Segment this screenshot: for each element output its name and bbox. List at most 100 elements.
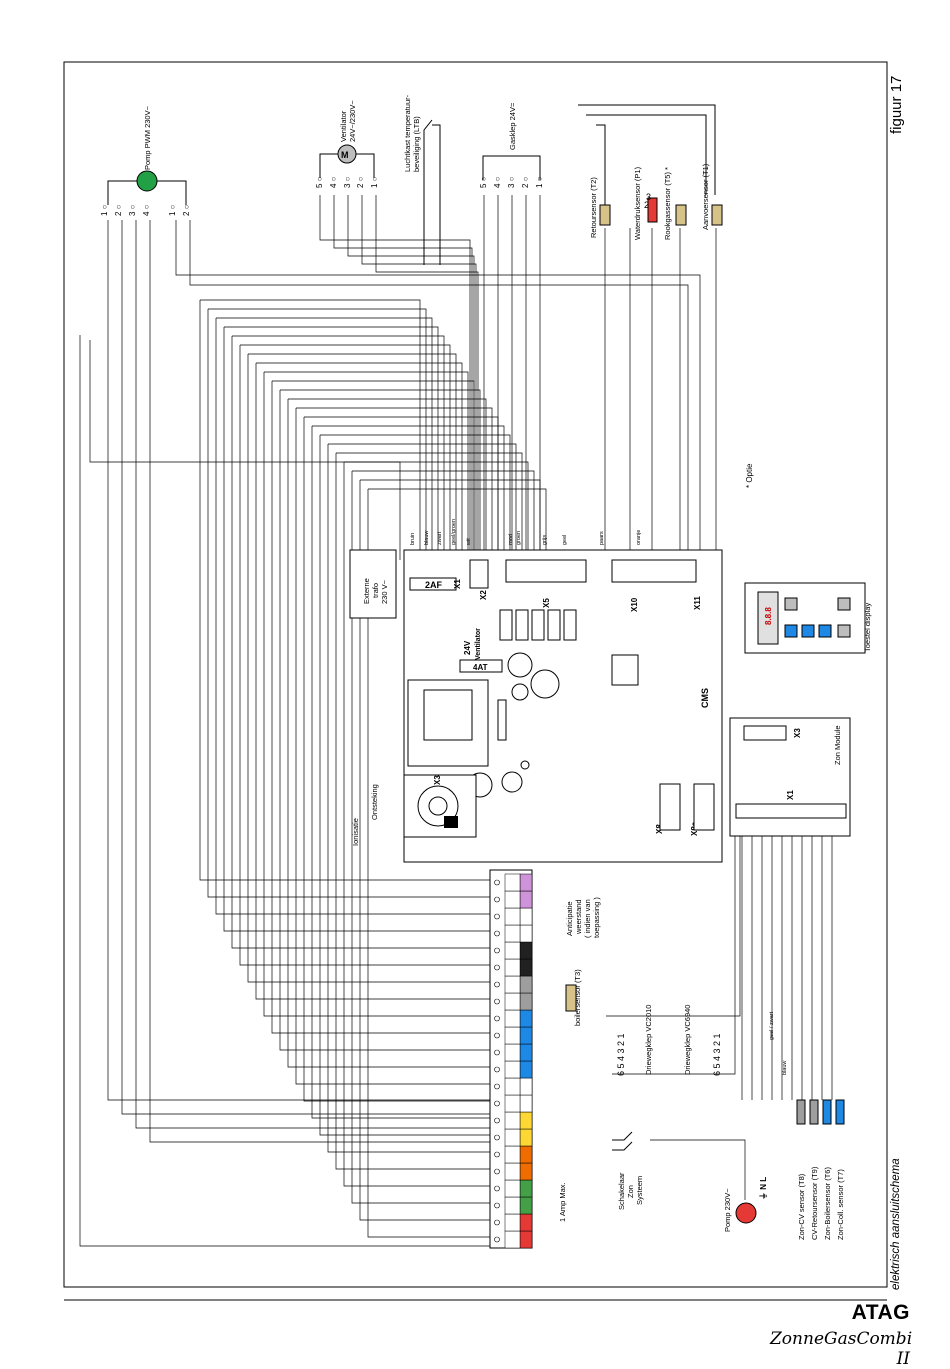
svg-text:geel/groen: geel/groen — [451, 519, 457, 545]
ontsteking-label: Ontsteking — [370, 784, 379, 820]
svg-text:2 ○: 2 ○ — [182, 204, 191, 216]
ionisatie-label: Ionisatie — [351, 818, 360, 846]
svg-text:oranje: oranje — [636, 530, 642, 545]
schakelaar-label-1: Schakelaar — [617, 1172, 626, 1210]
svg-text:1 ○: 1 ○ — [168, 204, 177, 216]
v24-label: 24V — [463, 640, 472, 655]
cv-retour-label: CV-Retoursensor (T9) — [810, 1166, 819, 1240]
gasklep: Gasklep 24V= 5 ○ 4 ○ 3 ○ 2 ○ 1 ○ — [479, 102, 544, 188]
product-name: ZonneGasCombi II — [770, 1329, 913, 1369]
optie-note: * Optie — [745, 463, 754, 488]
ltb-label-2: beveiliging (LTB) — [412, 116, 421, 172]
svg-text:groen: groen — [516, 531, 522, 545]
driewegklep-vc6940-label: Driewegklep VC6940 — [683, 1005, 692, 1075]
zon-coll-label: Zon-Coll. sensor (T7) — [836, 1169, 845, 1240]
gasklep-label: Gasklep 24V= — [508, 102, 517, 150]
pomp-230-label: Pomp 230V~ — [723, 1188, 732, 1232]
pump-pwm-label: Pomp PWM 230V~ — [143, 105, 152, 170]
fuse-4at-label: 4AT — [473, 663, 488, 672]
zon-sensors: Zon-CV sensor (T8) CV-Retoursensor (T9) … — [796, 1099, 845, 1240]
sensor-cluster: Retoursensor (T2) Waterdruksensor (P1) 2… — [578, 104, 754, 488]
anticipatie-label-4: toepassing ) — [592, 897, 601, 938]
svg-text:5 ○: 5 ○ — [315, 176, 324, 188]
rookgassensor-label: Rookgassensor (T5) * — [663, 167, 672, 240]
svg-text:zwart: zwart — [437, 531, 443, 545]
amp-label: 1 Amp Max. — [558, 1182, 567, 1222]
svg-text:2: 2 — [644, 200, 649, 210]
svg-text:M: M — [341, 150, 349, 160]
svg-text:blauw: blauw — [424, 531, 430, 545]
x1-label: X1 — [453, 579, 462, 589]
terminal-annotations: Anticipatie weerstand ( indien van toepa… — [558, 897, 768, 1232]
svg-text:blauw: blauw — [782, 1061, 788, 1075]
boilersensor-icon — [565, 984, 577, 1012]
x5-label: X5 — [542, 598, 551, 608]
aanvoersensor-label: Aanvoersensor (T1) — [701, 163, 710, 230]
anticipatie-label-1: Anticipatie — [565, 901, 574, 936]
schakelaar-label-3: Systeem — [635, 1176, 644, 1205]
wire-color-labels: bruin blauw zwart geel/groen wit rood gr… — [410, 519, 788, 1075]
svg-text:bruin: bruin — [410, 533, 416, 545]
svg-text:3 ○: 3 ○ — [507, 176, 516, 188]
svg-text:1 ○: 1 ○ — [535, 176, 544, 188]
svg-text:5 ○: 5 ○ — [479, 176, 488, 188]
cms-board: Externe trafo 230 V~ 2AF 4AT 24V Ventila… — [349, 549, 723, 863]
driewegklep-vc2010-label: Driewegklep VC2010 — [644, 1005, 653, 1075]
svg-text:3: 3 — [646, 192, 651, 202]
svg-text:⏚ N L: ⏚ N L — [759, 1177, 768, 1200]
toestel-display: 8.8.8 Toestel display — [744, 582, 872, 654]
svg-text:wit: wit — [466, 538, 472, 546]
x2-label: X2 — [479, 590, 488, 600]
svg-text:4 ○: 4 ○ — [493, 176, 502, 188]
anticipatie-label-2: weerstand — [574, 899, 583, 935]
pomp-230-icon — [735, 1202, 757, 1224]
ltb-label-1: Luchtkast temperatuur- — [403, 94, 412, 172]
zon-boiler-label: Zon-Boilersensor (T6) — [823, 1167, 832, 1240]
zon-x1-label: X1 — [786, 790, 795, 800]
zon-x3-label: X3 — [793, 728, 802, 738]
svg-text:1 ○: 1 ○ — [100, 204, 109, 216]
svg-text:2 ○: 2 ○ — [114, 204, 123, 216]
svg-text:1 ○: 1 ○ — [370, 176, 379, 188]
x3-label: X3 — [433, 775, 442, 785]
retoursensor-label: Retoursensor (T2) — [589, 177, 598, 238]
ltb-switch: Luchtkast temperatuur- beveiliging (LTB) — [403, 94, 441, 265]
rookgassensor-icon — [675, 204, 687, 226]
aanvoersensor-icon — [711, 204, 723, 226]
svg-text:rood: rood — [508, 534, 514, 545]
terminal-strip — [489, 869, 533, 1249]
trafo-label-1: Externe — [362, 578, 371, 604]
fuse-2af-label: 2AF — [425, 580, 443, 590]
svg-text:geel: geel — [562, 535, 568, 545]
svg-text:4 ○: 4 ○ — [142, 204, 151, 216]
svg-text:8.8.8: 8.8.8 — [764, 607, 773, 625]
diagram-frame — [63, 61, 888, 1288]
schakelaar-label-2: Zon — [626, 1185, 635, 1198]
toestel-display-label: Toestel display — [863, 603, 872, 652]
waterdruksensor-label: Waterdruksensor (P1) — [633, 166, 642, 240]
zon-module-label: Zon Module — [833, 725, 842, 765]
svg-text:geel / zwart: geel / zwart — [769, 1011, 775, 1040]
zon-module: X3 Zon Module X1 — [729, 717, 851, 837]
figure-label: figuur 17 — [888, 75, 905, 134]
anticipatie-label-3: ( indien van — [583, 899, 592, 938]
brand-logo: ATAG — [851, 1301, 910, 1324]
svg-text:6 5 4 3 2 1: 6 5 4 3 2 1 — [616, 1033, 626, 1076]
retoursensor-icon — [599, 204, 611, 226]
svg-text:4 ○: 4 ○ — [329, 176, 338, 188]
pump-pwm: Pomp PWM 230V~ — [107, 105, 187, 205]
svg-text:grijs: grijs — [542, 535, 548, 545]
cms-label: CMS — [700, 688, 710, 708]
x10-label: X10 — [630, 597, 639, 612]
svg-text:2 ○: 2 ○ — [521, 176, 530, 188]
svg-text:3 ○: 3 ○ — [343, 176, 352, 188]
vent-label: Ventilator — [475, 628, 482, 660]
brand-block: ATAG ZonneGasCombi II — [770, 1301, 913, 1369]
ventilator: M Ventilator 24V~/230V~ 5 ○ 4 ○ 3 ○ 2 ○ … — [315, 100, 379, 188]
trafo-label-2: trafo — [371, 583, 380, 598]
wire-bundle — [79, 195, 833, 1247]
boilersensor-label: boilersensor (T3) — [573, 969, 582, 1026]
x11-label: X11 — [693, 596, 702, 610]
ventilator-voltage: 24V~/230V~ — [348, 100, 357, 142]
svg-text:6 5 4 3 2 1: 6 5 4 3 2 1 — [712, 1033, 722, 1076]
